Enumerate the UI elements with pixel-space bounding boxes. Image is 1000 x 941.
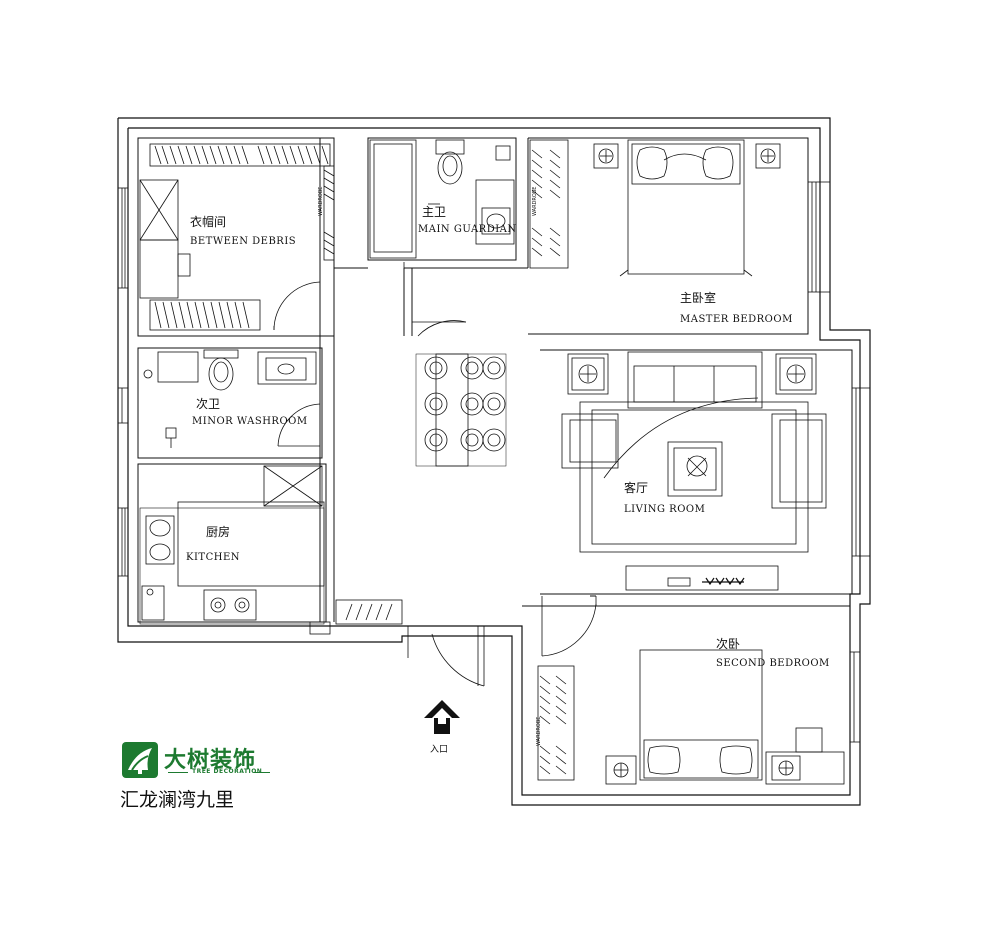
brand-rule-right [254,772,270,773]
kitchen-label-en: KITCHEN [186,552,240,563]
master-label-en: MASTER BEDROOM [680,314,793,325]
wardrobe-label-1: WARDROBE [318,187,324,216]
second-label-en: SECOND BEDROOM [716,658,830,669]
kitchen-label-cn: 厨房 [206,524,230,539]
living-label-cn: 客厅 [624,480,648,495]
main-bath-furniture [369,139,515,337]
second-label-cn: 次卧 [716,637,740,651]
living-label-en: LIVING ROOM [624,504,705,515]
tree-logo-icon [122,742,158,778]
entrance-label: 入口 [430,744,448,755]
brand-name-en: TREE DECORATION [192,768,263,775]
main-bath-label-en: MAIN GUARDIAN [418,224,517,235]
living-room-furniture [561,351,827,591]
cloakroom-label-cn: 衣帽间 [190,214,226,229]
master-label-cn: 主卧室 [680,290,716,305]
outer-walls [117,117,871,806]
project-name: 汇龙澜湾九里 [120,789,235,811]
guest-bath-label-cn: 次卫 [196,397,220,411]
kitchen-furniture [139,465,331,635]
brand-name-cn: 大树装饰 [164,748,257,773]
entrance-arrow-icon [424,700,460,734]
interior-walls [137,137,853,623]
cloakroom-furniture [139,143,335,331]
guest-bath-furniture [143,349,321,448]
dining-table [415,353,507,467]
hanger-rail-top [154,145,329,165]
main-bath-label-cn: 主卫 [422,205,446,219]
wardrobe-label-2: WARDROBE [532,187,538,216]
second-bedroom-furniture [537,596,845,785]
brand-logo: 大树装饰 TREE DECORATION [120,740,270,820]
guest-bath-label-en: MINOR WASHROOM [192,416,308,427]
wardrobe-label-3: WARDROBE [536,717,542,746]
brand-rule-left [168,772,188,773]
master-bedroom-furniture [529,139,781,277]
cloakroom-label-en: BETWEEN DEBRIS [190,236,296,247]
entrance-door [335,599,485,687]
